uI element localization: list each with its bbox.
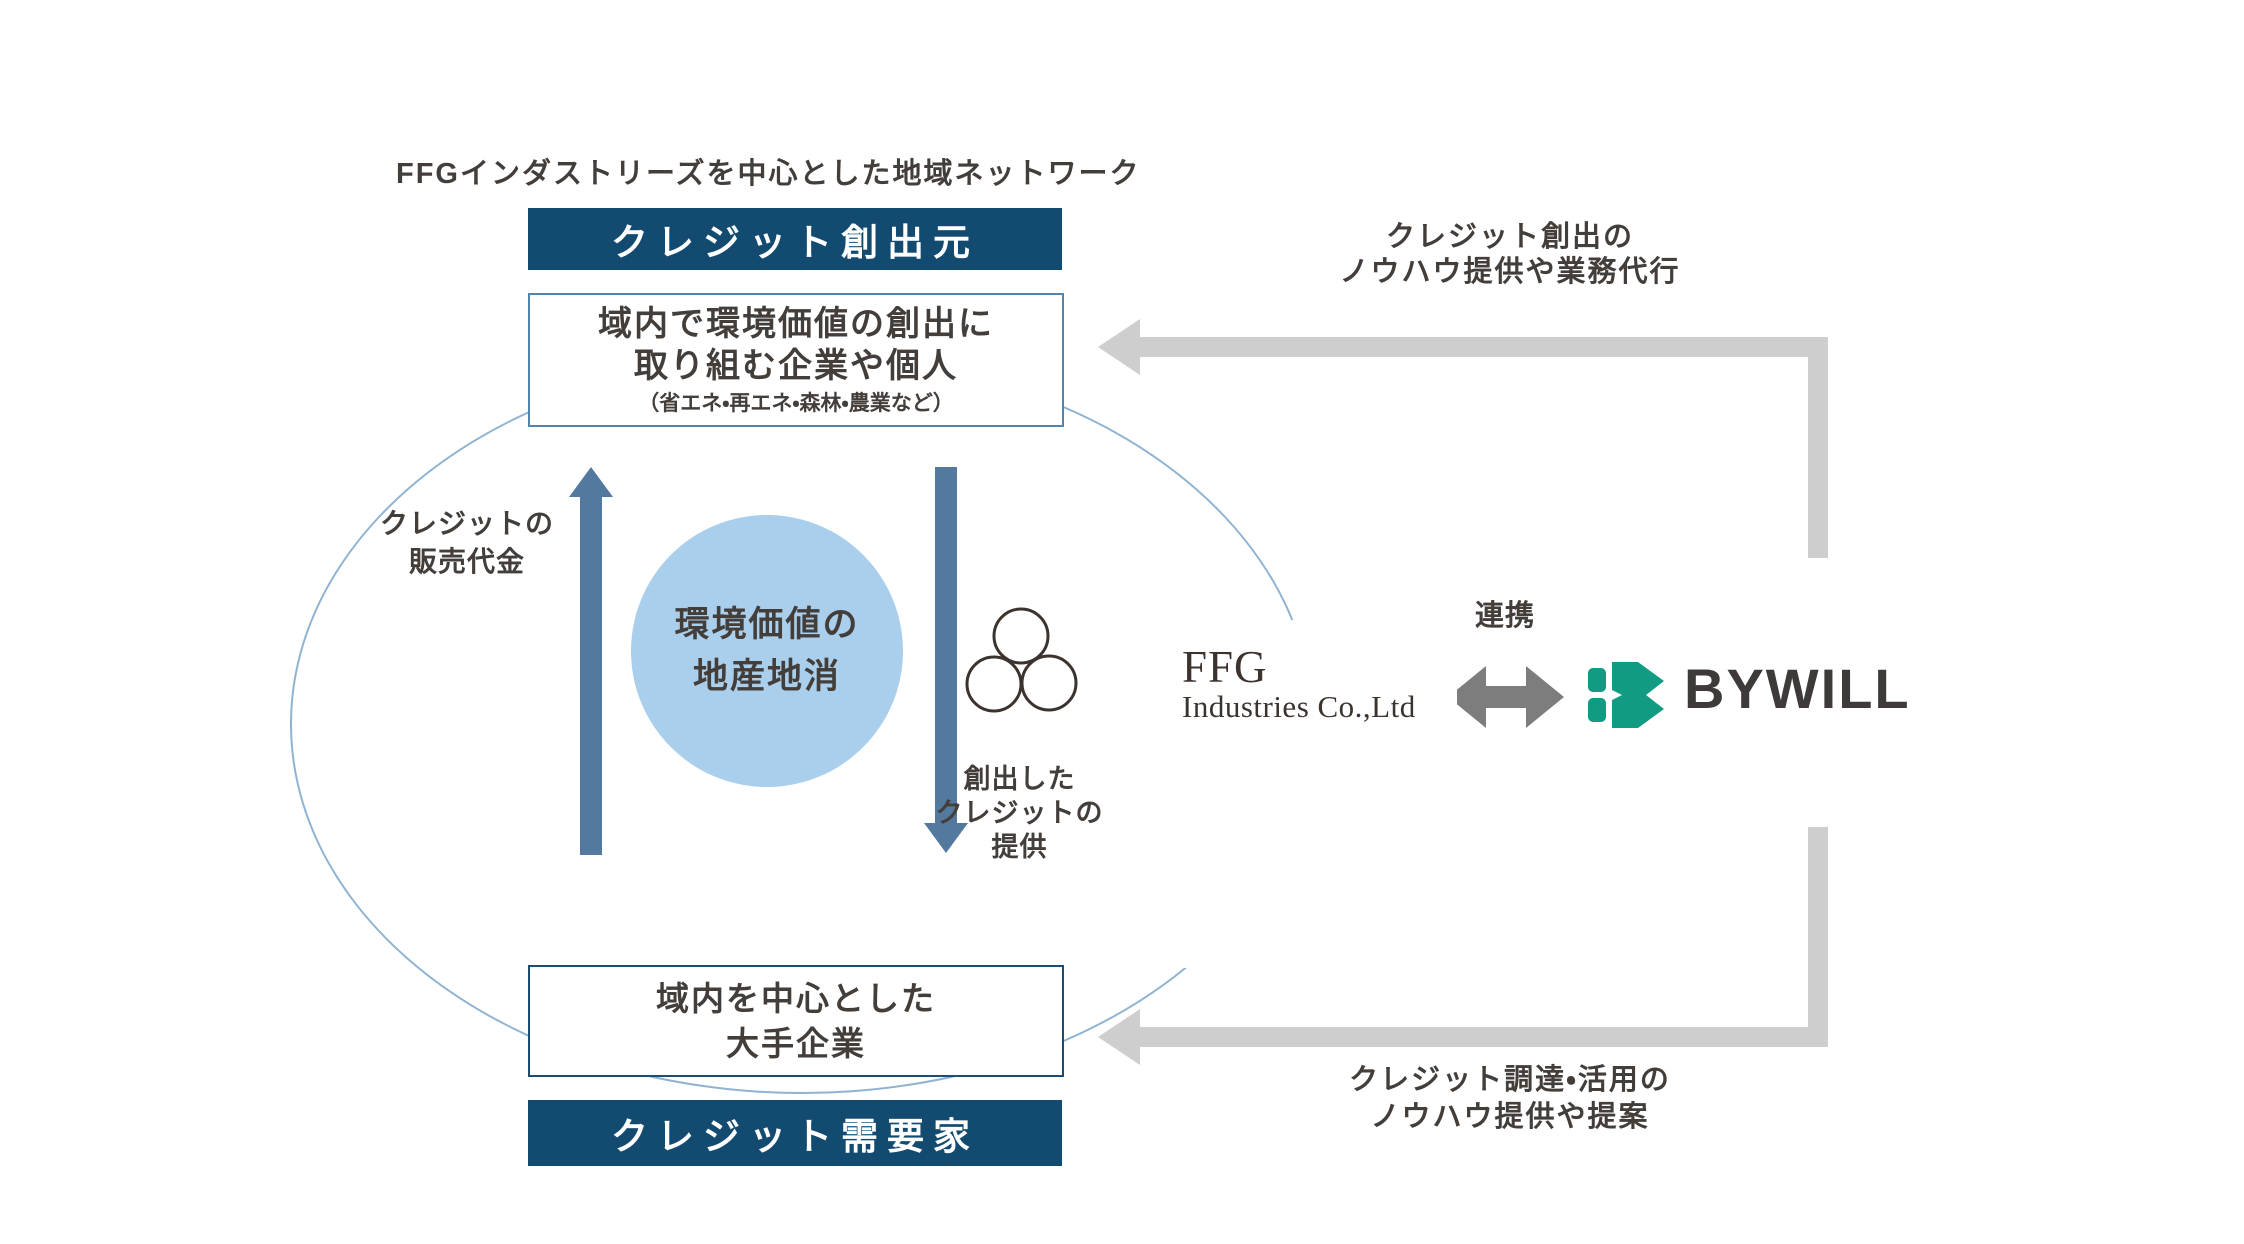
ffg-company-name: FFG: [1182, 642, 1268, 692]
bracket-bottom-line1: クレジット調達・活用の: [1349, 1064, 1671, 1096]
credit-source-box: 域内で環境価値の創出に 取り組む企業や個人 （省エネ・再エネ・森林・農業など）: [528, 293, 1064, 427]
ffg-company: FFG Industries Co.,Ltd: [1165, 626, 1457, 752]
sale-proceeds-label: クレジットの 販売代金: [352, 505, 582, 581]
sale-proceeds-line2: 販売代金: [408, 546, 525, 577]
bracket-top-line1: クレジット創出の: [1385, 221, 1634, 253]
diagram-title: FFGインダストリーズを中心とした地域ネットワーク: [396, 158, 1141, 190]
credit-demand-box-line2: 大手企業: [726, 1025, 866, 1062]
bywill-company-name: BYWILL: [1684, 657, 1911, 720]
credit-source-banner: クレジット創出元: [528, 208, 1062, 270]
credit-demand-box-line1: 域内を中心とした: [656, 980, 936, 1017]
ffg-company-subname: Industries Co.,Ltd: [1182, 689, 1416, 724]
bracket-bottom-line2: ノウハウ提供や提案: [1370, 1101, 1650, 1133]
bywill-logo-icon: [1588, 662, 1664, 728]
partnership-label: 連携: [1474, 600, 1535, 632]
credit-source-box-note: （省エネ・再エネ・森林・農業など）: [638, 391, 954, 415]
credit-provision-line1: 創出した: [963, 764, 1076, 794]
center-circle: 環境価値の 地産地消: [631, 515, 903, 787]
bracket-bottom-label: クレジット調達・活用の ノウハウ提供や提案: [1310, 1062, 1710, 1136]
credit-provision-line3: 提供: [991, 832, 1048, 862]
center-circle-line2: 地産地消: [692, 657, 841, 696]
credit-provision-label: 創出した クレジットの 提供: [912, 762, 1127, 864]
sale-proceeds-line1: クレジットの: [379, 508, 554, 539]
credit-source-box-line2: 取り組む企業や個人: [634, 346, 958, 385]
center-circle-line1: 環境価値の: [674, 605, 860, 644]
credit-source-box-line1: 域内で環境価値の創出に: [598, 304, 994, 343]
credit-provision-line2: クレジットの: [935, 798, 1104, 828]
credit-demand-banner: クレジット需要家: [528, 1100, 1062, 1166]
bracket-top-label: クレジット創出の ノウハウ提供や業務代行: [1310, 220, 1710, 290]
credit-demand-box: 域内を中心とした 大手企業: [528, 965, 1064, 1077]
bracket-top-line2: ノウハウ提供や業務代行: [1339, 256, 1681, 288]
partnership-arrow-icon: [1448, 666, 1564, 728]
